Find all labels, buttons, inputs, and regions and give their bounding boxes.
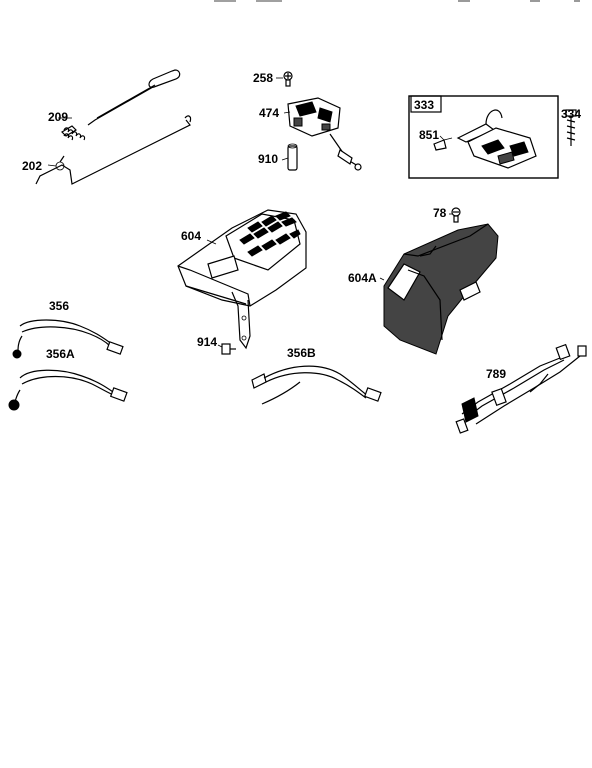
- part-202-governor-link: [35, 115, 192, 185]
- label-78: 78: [433, 206, 447, 220]
- part-914-screw: [221, 343, 236, 355]
- leader-604A: [379, 277, 385, 281]
- part-604-cover: [177, 209, 307, 350]
- part-910-pin: [287, 143, 298, 171]
- label-604: 604: [181, 229, 201, 243]
- label-356B: 356B: [287, 346, 316, 360]
- leader-604: [206, 239, 217, 245]
- part-209-spring-link: [61, 69, 181, 141]
- label-209: 209: [48, 110, 68, 124]
- label-258: 258: [253, 71, 273, 85]
- label-789: 789: [486, 367, 506, 381]
- label-356: 356: [49, 299, 69, 313]
- label-851: 851: [419, 128, 439, 142]
- leader-474: [283, 111, 291, 114]
- part-356A-wire: [8, 369, 128, 411]
- label-914: 914: [197, 335, 217, 349]
- part-333-kit-box: [408, 95, 559, 179]
- part-604A-shroud: [383, 223, 499, 355]
- leader-851: [439, 135, 445, 141]
- leader-914: [217, 344, 223, 348]
- part-789-harness: [455, 343, 587, 434]
- leader-910: [281, 157, 289, 161]
- label-202: 202: [22, 159, 42, 173]
- part-474-armature: [287, 97, 362, 171]
- label-334: 334: [561, 107, 581, 121]
- part-334-screw: [565, 109, 577, 146]
- label-356A: 356A: [46, 347, 75, 361]
- label-474: 474: [259, 106, 279, 120]
- part-356-wire: [12, 319, 124, 359]
- part-78-screw: [451, 207, 461, 223]
- part-258-screw: [283, 71, 293, 87]
- label-910: 910: [258, 152, 278, 166]
- leader-202: [47, 164, 57, 167]
- label-604A: 604A: [348, 271, 377, 285]
- part-356B-wire: [251, 365, 382, 405]
- label-333: 333: [414, 98, 434, 112]
